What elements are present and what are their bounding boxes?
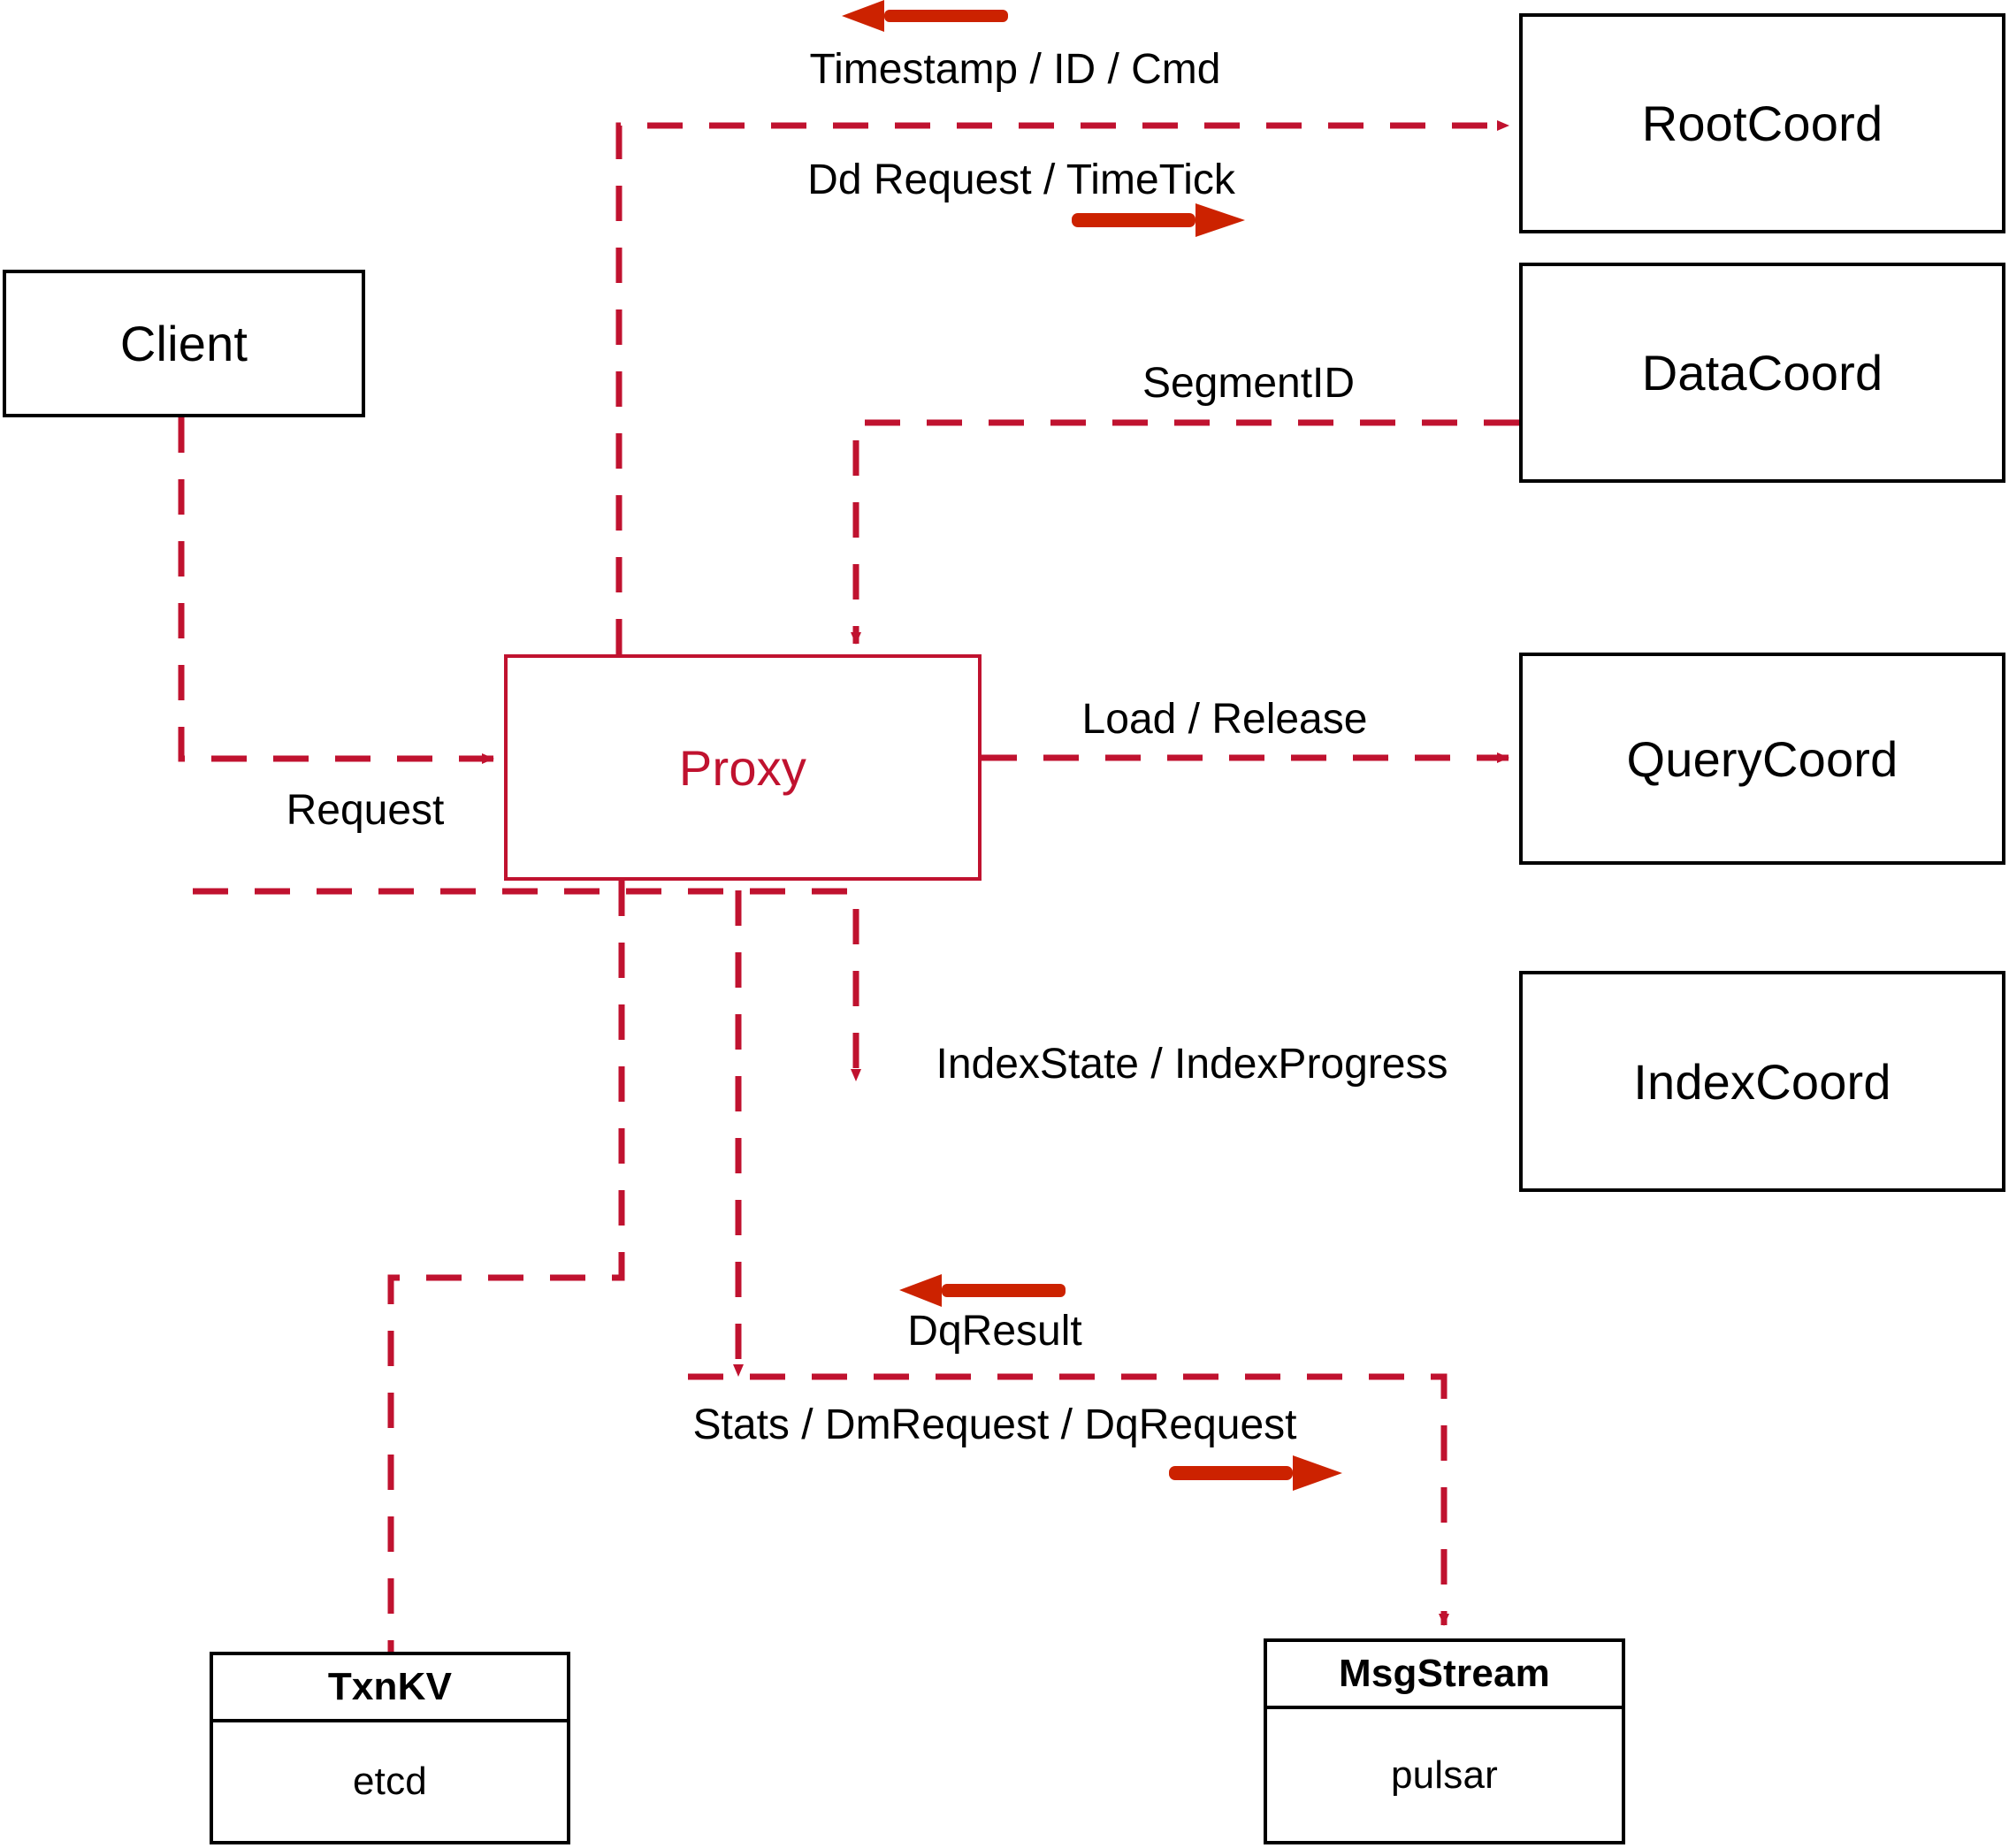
edge-label-indexstate: IndexState / IndexProgress — [936, 1041, 1448, 1088]
node-datacoord-label: DataCoord — [1641, 345, 1883, 401]
node-txnkv-body: etcd — [213, 1722, 567, 1841]
node-msgstream[interactable]: MsgStream pulsar — [1264, 1638, 1625, 1844]
node-msgstream-header: MsgStream — [1267, 1642, 1622, 1709]
edge-datacoord-proxy — [851, 419, 1519, 645]
edge-label-dd-request: Dd Request / TimeTick — [807, 157, 1235, 203]
direction-arrow-group — [842, 0, 1342, 1491]
node-indexcoord[interactable]: IndexCoord — [1519, 971, 2005, 1192]
node-client[interactable]: Client — [3, 270, 365, 417]
node-msgstream-body: pulsar — [1267, 1709, 1622, 1841]
node-proxy[interactable]: Proxy — [504, 654, 982, 881]
node-txnkv-body-label: etcd — [353, 1760, 427, 1803]
edge-label-load-release: Load / Release — [1081, 696, 1368, 743]
node-indexcoord-label: IndexCoord — [1633, 1053, 1891, 1110]
direction-arrow-dd-request — [1072, 203, 1245, 237]
node-msgstream-body-label: pulsar — [1390, 1753, 1499, 1797]
edge-label-dqresult: DqResult — [907, 1308, 1082, 1355]
node-txnkv-header-label: TxnKV — [327, 1665, 453, 1708]
edge-label-stats-dm-dq: Stats / DmRequest / DqRequest — [692, 1401, 1297, 1448]
edge-label-timestamp-id-cmd: Timestamp / ID / Cmd — [809, 46, 1221, 93]
edge-proxy-rootcoord — [615, 120, 1509, 654]
node-rootcoord[interactable]: RootCoord — [1519, 13, 2005, 233]
node-proxy-label: Proxy — [678, 739, 807, 796]
edge-client-proxy — [178, 417, 494, 764]
node-msgstream-header-label: MsgStream — [1339, 1652, 1550, 1695]
node-txnkv-header: TxnKV — [213, 1655, 567, 1722]
edge-label-segmentid: SegmentID — [1142, 360, 1356, 407]
edge-label-request: Request — [286, 787, 445, 834]
direction-arrow-dqresult — [899, 1274, 1066, 1307]
edge-indexcoord-proxy — [193, 888, 861, 1081]
node-rootcoord-label: RootCoord — [1641, 95, 1883, 151]
direction-arrow-stats — [1169, 1455, 1342, 1491]
edge-proxy-txnkv — [387, 881, 625, 1652]
direction-arrow-timestamp-id-cmd — [842, 0, 1008, 32]
edge-proxy-msgstream — [688, 1373, 1449, 1626]
node-client-label: Client — [119, 316, 248, 371]
node-querycoord-label: QueryCoord — [1626, 730, 1898, 787]
node-datacoord[interactable]: DataCoord — [1519, 263, 2005, 483]
node-txnkv[interactable]: TxnKV etcd — [210, 1652, 570, 1844]
node-querycoord[interactable]: QueryCoord — [1519, 653, 2005, 865]
